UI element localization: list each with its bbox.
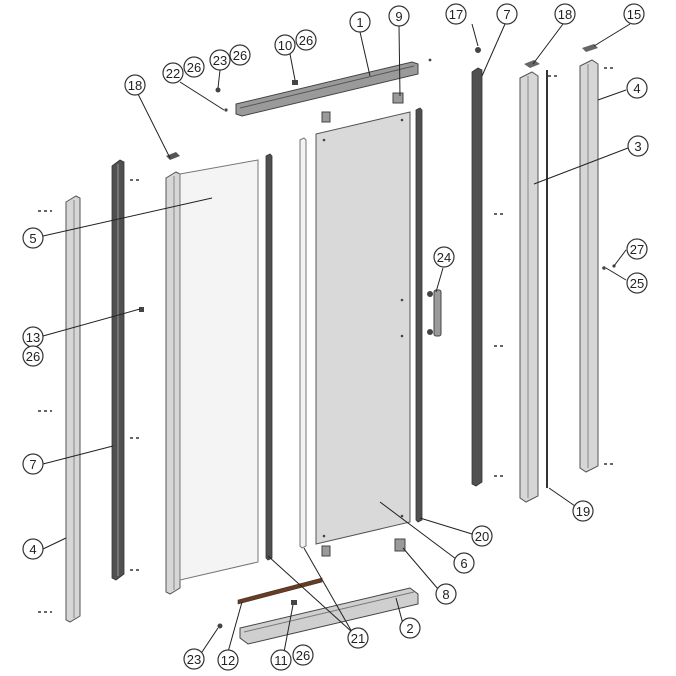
callout-13: 13 xyxy=(22,326,44,348)
callout-22: 22 xyxy=(162,62,184,84)
svg-text:23: 23 xyxy=(213,53,227,68)
svg-text:10: 10 xyxy=(278,38,292,53)
callout-9: 9 xyxy=(388,5,410,27)
svg-text:4: 4 xyxy=(29,542,36,557)
top-hinge xyxy=(321,92,404,123)
left-wall-profile xyxy=(65,195,81,623)
svg-text:20: 20 xyxy=(475,529,489,544)
svg-text:3: 3 xyxy=(634,139,641,154)
bottom-sill-strip xyxy=(237,577,323,605)
svg-text:26: 26 xyxy=(299,33,313,48)
svg-text:2: 2 xyxy=(406,621,413,636)
callout-26: 26 xyxy=(22,345,44,367)
svg-text:24: 24 xyxy=(437,250,451,265)
svg-text:15: 15 xyxy=(627,7,641,22)
svg-text:6: 6 xyxy=(460,556,467,571)
svg-text:17: 17 xyxy=(449,7,463,22)
callout-21: 21 xyxy=(347,627,369,649)
fixed-panel-profile xyxy=(165,171,181,595)
svg-text:7: 7 xyxy=(29,457,36,472)
bottom-hinge xyxy=(321,538,406,557)
svg-text:13: 13 xyxy=(26,330,40,345)
callout-26: 26 xyxy=(229,44,251,66)
svg-text:27: 27 xyxy=(630,242,644,257)
svg-text:26: 26 xyxy=(187,60,201,75)
svg-text:9: 9 xyxy=(395,9,402,24)
right-panel-profile xyxy=(519,71,539,503)
door-seal-strips xyxy=(265,137,307,561)
fixed-glass-panel xyxy=(179,159,259,581)
callout-1: 1 xyxy=(349,11,371,33)
door-edge-seal xyxy=(415,107,423,523)
svg-text:4: 4 xyxy=(633,81,640,96)
right-seal-strip xyxy=(471,67,483,487)
svg-text:7: 7 xyxy=(503,7,510,22)
callout-3: 3 xyxy=(627,135,649,157)
callout-19: 19 xyxy=(572,500,594,522)
svg-text:1: 1 xyxy=(356,15,363,30)
svg-text:22: 22 xyxy=(166,66,180,81)
svg-text:25: 25 xyxy=(630,276,644,291)
svg-text:21: 21 xyxy=(351,631,365,646)
callout-8: 8 xyxy=(435,583,457,605)
callout-24: 24 xyxy=(433,246,455,268)
callout-23: 23 xyxy=(209,49,231,71)
callout-7: 7 xyxy=(22,453,44,475)
fasteners xyxy=(139,58,616,629)
door-handle xyxy=(427,289,442,337)
svg-text:12: 12 xyxy=(221,653,235,668)
callout-26: 26 xyxy=(292,644,314,666)
callout-6: 6 xyxy=(453,552,475,574)
svg-text:18: 18 xyxy=(558,7,572,22)
callout-5: 5 xyxy=(22,227,44,249)
callout-10: 10 xyxy=(274,34,296,56)
svg-text:23: 23 xyxy=(187,652,201,667)
callout-18: 18 xyxy=(554,3,576,25)
svg-text:26: 26 xyxy=(26,349,40,364)
callout-25: 25 xyxy=(626,272,648,294)
bottom-rail xyxy=(239,587,419,645)
svg-text:8: 8 xyxy=(442,587,449,602)
svg-text:19: 19 xyxy=(576,504,590,519)
callout-20: 20 xyxy=(471,525,493,547)
callout-4: 4 xyxy=(626,77,648,99)
svg-text:26: 26 xyxy=(233,48,247,63)
svg-text:18: 18 xyxy=(128,78,142,93)
door-glass-panel xyxy=(315,111,411,545)
left-seal-strip xyxy=(111,159,125,581)
right-wall-profile xyxy=(579,59,599,473)
callout-4: 4 xyxy=(22,538,44,560)
callout-2: 2 xyxy=(399,617,421,639)
top-rail xyxy=(235,61,419,117)
callout-23: 23 xyxy=(183,648,205,670)
callout-7: 7 xyxy=(496,3,518,25)
callout-11: 11 xyxy=(270,649,292,671)
callout-15: 15 xyxy=(623,3,645,25)
leader-lines xyxy=(42,23,631,656)
callout-26: 26 xyxy=(183,56,205,78)
callout-17: 17 xyxy=(445,3,467,25)
callout-27: 27 xyxy=(626,238,648,260)
callout-26: 26 xyxy=(295,29,317,51)
svg-text:26: 26 xyxy=(296,648,310,663)
svg-text:11: 11 xyxy=(274,653,288,668)
svg-text:5: 5 xyxy=(29,231,36,246)
callout-18: 18 xyxy=(124,74,146,96)
callout-12: 12 xyxy=(217,649,239,671)
wall-anchor-marks xyxy=(38,67,616,613)
